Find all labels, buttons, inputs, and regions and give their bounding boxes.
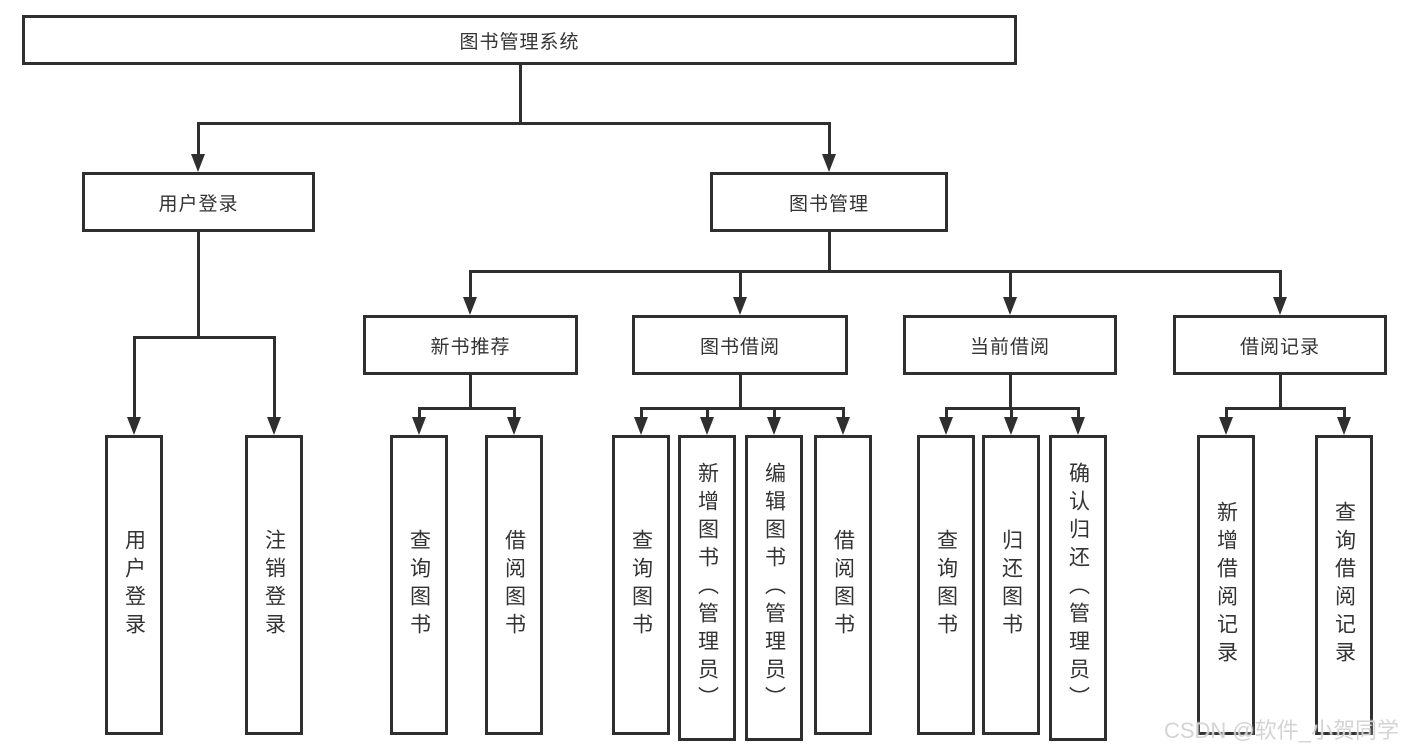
arrowhead-icon <box>836 417 850 435</box>
arrowhead-icon <box>700 417 714 435</box>
arrowhead-icon <box>507 417 521 435</box>
node-book-management: 图书管理 <box>710 172 948 232</box>
leaf-add-book-admin: 新增图书（管理员） <box>678 435 736 741</box>
arrowhead-icon <box>412 417 426 435</box>
connector-line <box>197 232 200 339</box>
connector-line <box>739 375 742 410</box>
leaf-borrow-book: 借阅图书 <box>485 435 543 735</box>
node-root-system: 图书管理系统 <box>22 15 1017 65</box>
connector-line <box>418 407 516 410</box>
connector-line <box>133 336 276 339</box>
arrowhead-icon <box>939 417 953 435</box>
leaf-add-borrow-record: 新增借阅记录 <box>1197 435 1255 735</box>
connector-line <box>640 407 643 419</box>
leaf-borrow-book: 借阅图书 <box>814 435 872 735</box>
arrowhead-icon <box>634 417 648 435</box>
connector-line <box>513 407 516 419</box>
node-book-borrow: 图书借阅 <box>632 315 848 375</box>
node-label: 新书推荐 <box>430 336 511 358</box>
connector-line <box>469 270 1282 273</box>
leaf-label: 借阅图书 <box>831 529 855 641</box>
node-label: 当前借阅 <box>969 336 1050 358</box>
connector-line <box>1225 407 1228 419</box>
leaf-label: 用户登录 <box>122 529 146 641</box>
arrowhead-icon <box>767 417 781 435</box>
leaf-label: 新增借阅记录 <box>1214 501 1238 669</box>
leaf-label: 查询借阅记录 <box>1332 501 1356 669</box>
connector-line <box>1279 270 1282 299</box>
arrowhead-icon <box>463 297 477 315</box>
connector-line <box>945 407 948 419</box>
arrowhead-icon <box>1004 417 1018 435</box>
leaf-user-login: 用户登录 <box>105 435 163 735</box>
connector-line <box>1009 270 1012 299</box>
leaf-edit-book-admin: 编辑图书（管理员） <box>745 435 803 741</box>
node-label: 借阅记录 <box>1239 336 1320 358</box>
connector-line <box>469 375 472 410</box>
connector-line <box>418 407 421 419</box>
arrowhead-icon <box>1071 417 1085 435</box>
leaf-logout: 注销登录 <box>245 435 303 735</box>
arrowhead-icon <box>822 154 836 172</box>
leaf-query-borrow-record: 查询借阅记录 <box>1315 435 1373 735</box>
connector-line <box>640 407 845 410</box>
connector-line <box>706 407 709 419</box>
node-label: 图书管理 <box>788 193 869 215</box>
connector-line <box>1077 407 1080 419</box>
arrowhead-icon <box>191 154 205 172</box>
arrowhead-icon <box>1273 297 1287 315</box>
leaf-query-book: 查询图书 <box>612 435 670 735</box>
connector-line <box>1009 375 1012 410</box>
leaf-query-book: 查询图书 <box>917 435 975 735</box>
leaf-label: 归还图书 <box>999 529 1023 641</box>
leaf-confirm-return-admin: 确认归还（管理员） <box>1049 435 1107 741</box>
leaf-label: 注销登录 <box>262 529 286 641</box>
leaf-label: 确认归还（管理员） <box>1066 462 1090 714</box>
connector-line <box>469 270 472 299</box>
node-label: 图书借阅 <box>699 336 780 358</box>
arrowhead-icon <box>1219 417 1233 435</box>
connector-line <box>773 407 776 419</box>
arrowhead-icon <box>267 417 281 435</box>
leaf-label: 查询图书 <box>934 529 958 641</box>
connector-line <box>1225 407 1346 410</box>
node-current-borrow: 当前借阅 <box>903 315 1117 375</box>
leaf-label: 借阅图书 <box>502 529 526 641</box>
connector-line <box>739 270 742 299</box>
connector-line <box>197 122 200 156</box>
node-label: 用户登录 <box>158 193 239 215</box>
connector-line <box>519 65 522 122</box>
connector-line <box>273 336 276 419</box>
leaf-label: 查询图书 <box>407 529 431 641</box>
leaf-return-book: 归还图书 <box>982 435 1040 735</box>
leaf-label: 查询图书 <box>629 529 653 641</box>
connector-line <box>197 122 831 125</box>
connector-line <box>842 407 845 419</box>
node-label: 图书管理系统 <box>459 31 580 53</box>
arrowhead-icon <box>127 417 141 435</box>
leaf-query-book: 查询图书 <box>390 435 448 735</box>
arrowhead-icon <box>733 297 747 315</box>
leaf-label: 新增图书（管理员） <box>695 462 719 714</box>
connector-line <box>1010 407 1013 419</box>
arrowhead-icon <box>1337 417 1351 435</box>
connector-line <box>828 122 831 156</box>
node-new-book-recommend: 新书推荐 <box>363 315 578 375</box>
connector-line <box>1343 407 1346 419</box>
leaf-label: 编辑图书（管理员） <box>762 462 786 714</box>
connector-line <box>133 336 136 419</box>
connector-line <box>828 232 831 273</box>
connector-line <box>1279 375 1282 410</box>
node-user-login: 用户登录 <box>82 172 315 232</box>
arrowhead-icon <box>1003 297 1017 315</box>
node-borrow-record: 借阅记录 <box>1173 315 1387 375</box>
